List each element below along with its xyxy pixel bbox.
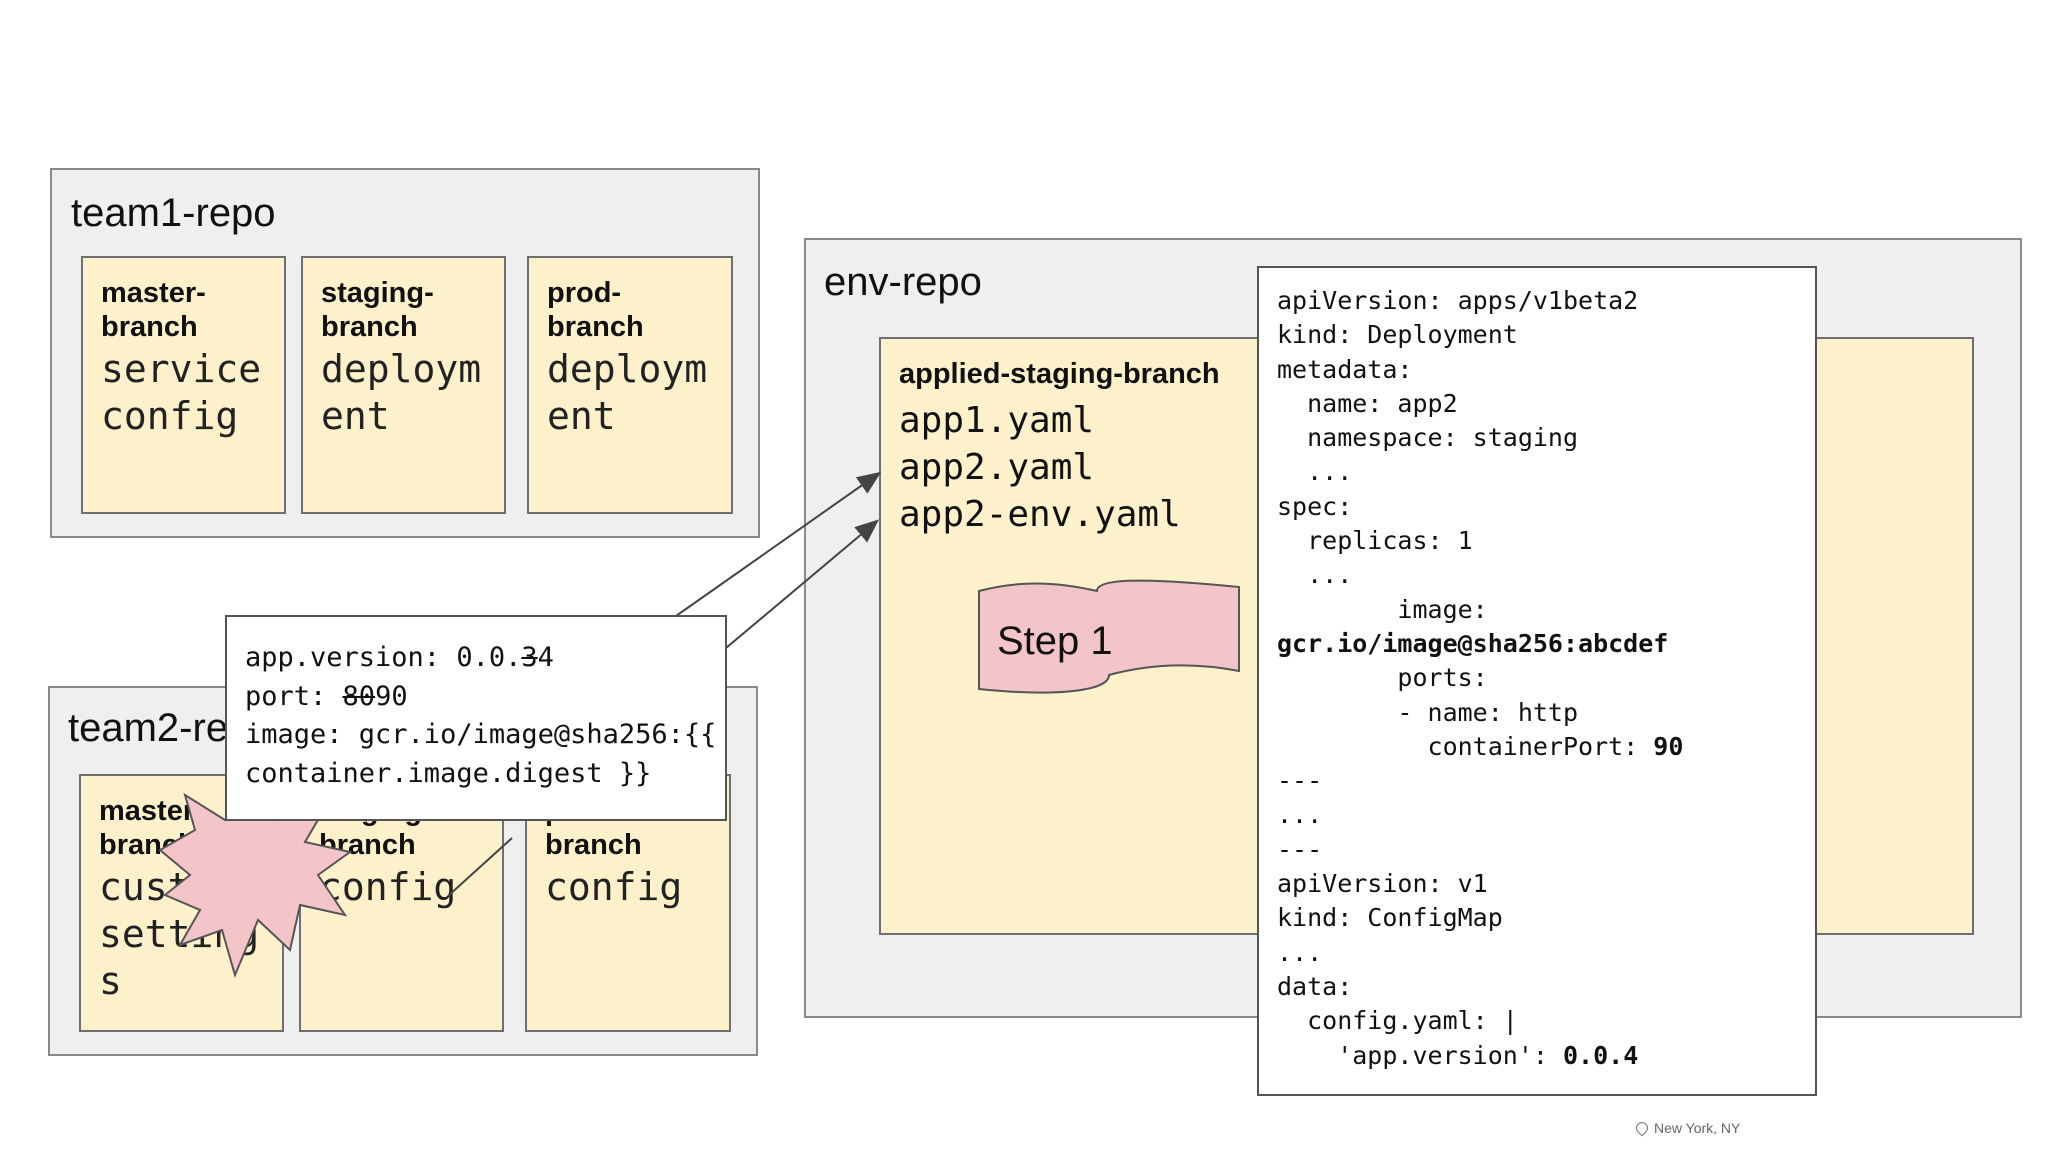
file-item: app1.yaml: [899, 400, 1095, 441]
step-banner-shape: [978, 579, 1240, 694]
step-label: Step 1: [997, 619, 1113, 663]
snippet-line-port: port: 8090: [245, 678, 725, 717]
code-line: ---: [1277, 766, 1323, 796]
code-line: ...: [1277, 800, 1323, 830]
branch-content: deployment: [547, 347, 708, 438]
team1-repo-title: team1-repo: [71, 191, 276, 235]
snippet-line-image-cont: container.image.digest }}: [245, 757, 652, 789]
app-version-value: 0.0.4: [1562, 1040, 1639, 1070]
code-line: kind: ConfigMap: [1277, 903, 1503, 933]
code-line: metadata:: [1277, 354, 1413, 384]
code-line: data:: [1277, 971, 1353, 1001]
branch-name: applied-staging-branch: [899, 358, 1220, 390]
branch-content: service config: [101, 347, 262, 438]
code-line: apiVersion: apps/v1beta2: [1277, 286, 1639, 315]
code-line: - name: http: [1277, 697, 1579, 727]
branch-name: master-branch: [101, 277, 206, 343]
branch-content: config: [545, 865, 683, 909]
code-line: ---: [1277, 834, 1323, 864]
code-line-image-digest: gcr.io/image@sha256:abcdef: [1277, 628, 1669, 658]
branch-name: staging-branch: [321, 277, 434, 343]
version-key: app.version: 0.0.: [245, 642, 522, 673]
code-key: 'app.version':: [1277, 1040, 1563, 1070]
code-line: kind: Deployment: [1277, 320, 1518, 350]
code-line: spec:: [1277, 491, 1353, 521]
code-line: 'app.version': 0.0.4: [1277, 1039, 1815, 1073]
version-new: 4: [537, 642, 554, 673]
env-repo-title: env-repo: [824, 260, 982, 304]
snippet-line-version: app.version: 0.0.34: [245, 639, 725, 678]
code-line: ...: [1277, 457, 1353, 487]
port-key: port:: [245, 680, 343, 712]
code-line: ...: [1277, 937, 1323, 967]
code-key: containerPort:: [1277, 731, 1654, 761]
file-list: app1.yaml app2.yaml app2-env.yaml: [899, 397, 1181, 538]
code-line: namespace: staging: [1277, 423, 1579, 453]
yaml-code-panel: apiVersion: apps/v1beta2 kind: Deploymen…: [1257, 266, 1817, 1096]
port-new: 90: [375, 680, 408, 712]
code-line: containerPort: 90: [1277, 730, 1815, 764]
version-old: 3: [521, 642, 538, 673]
code-line: config.yaml: |: [1277, 1006, 1518, 1036]
code-line: image:: [1277, 594, 1488, 624]
branch-content: custom settings: [99, 865, 260, 1003]
team1-prod-branch: prod-branch deployment: [527, 256, 733, 514]
code-line: apiVersion: v1: [1277, 869, 1488, 899]
branch-content: config: [319, 865, 457, 909]
container-port-value: 90: [1653, 731, 1684, 761]
code-line: name: app2: [1277, 388, 1458, 418]
team1-master-branch: master-branch service config: [81, 256, 286, 514]
config-snippet-box: app.version: 0.0.34 port: 8090 image: gc…: [225, 615, 727, 821]
team1-staging-branch: staging-branch deployment: [301, 256, 506, 514]
code-line: ports:: [1277, 663, 1488, 693]
code-line: replicas: 1: [1277, 526, 1473, 556]
snippet-line-image: image: gcr.io/image@sha256:{{: [245, 719, 717, 750]
file-item: app2.yaml: [899, 447, 1095, 488]
branch-content: deployment: [321, 347, 482, 438]
code-line: ...: [1277, 560, 1353, 590]
team1-repo: team1-repo master-branch service config …: [50, 168, 760, 538]
location-text: New York, NY: [1654, 1120, 1741, 1136]
location-footer: New York, NY: [1633, 1119, 1741, 1137]
branch-name: prod-branch: [547, 277, 644, 343]
file-item: app2-env.yaml: [899, 494, 1181, 535]
location-pin-icon: [1633, 1119, 1651, 1137]
port-old: 80: [342, 680, 376, 712]
